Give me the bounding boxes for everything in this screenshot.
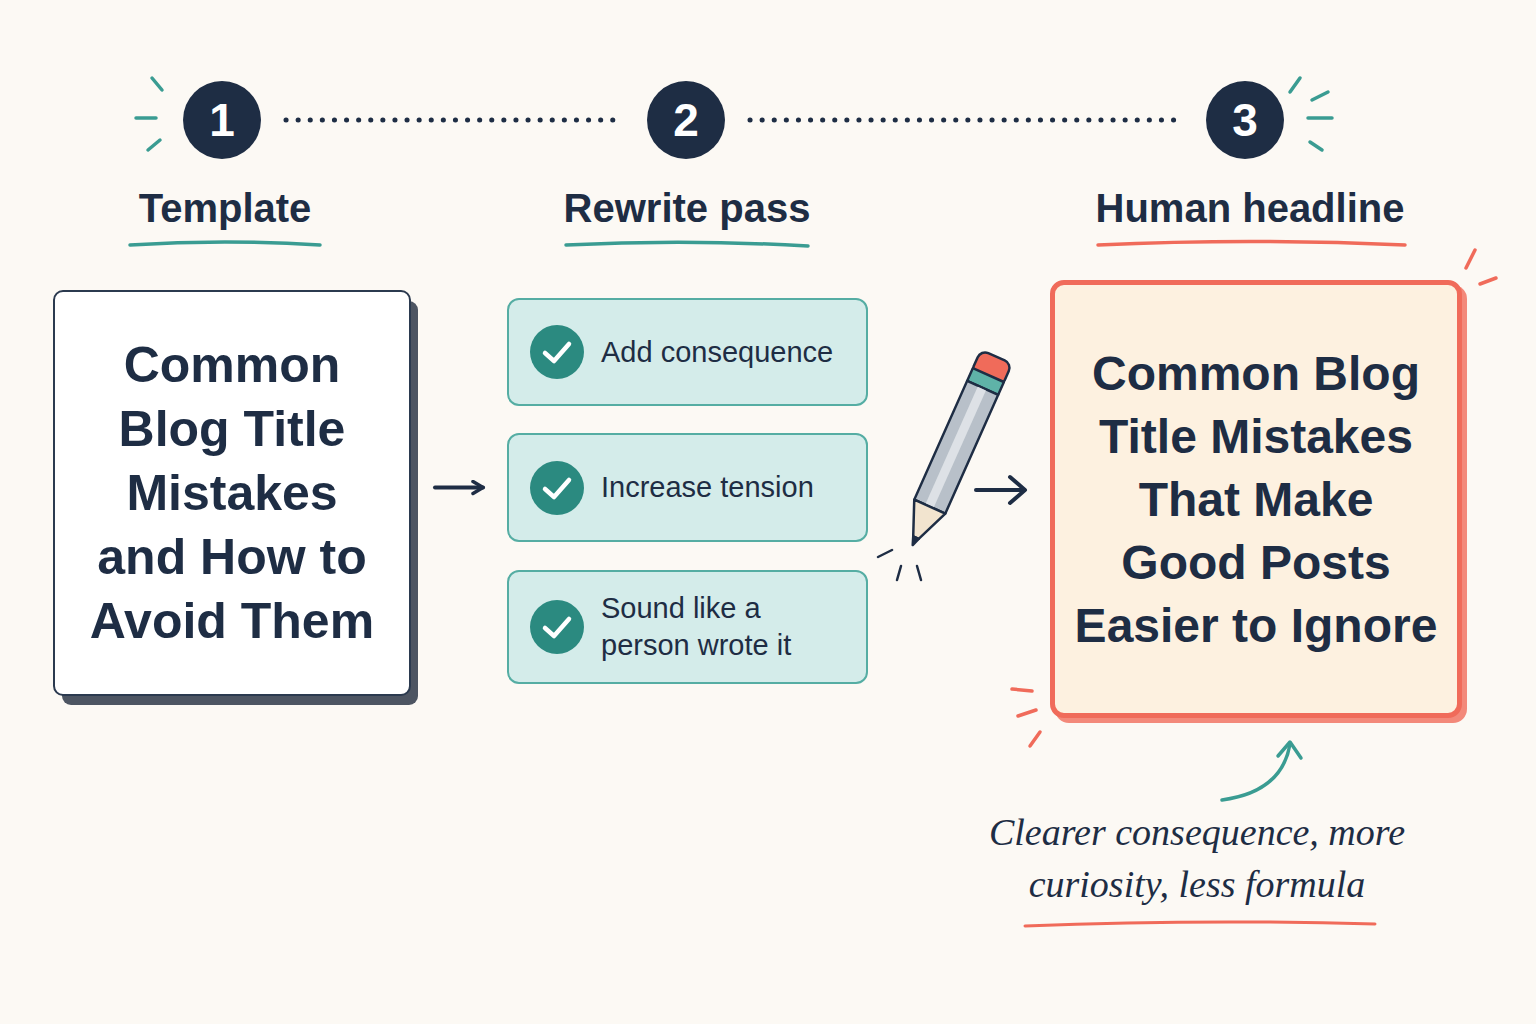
callout-arrow [1222,742,1301,800]
sparkle-marks [1310,142,1322,150]
pencil-sparks [878,550,892,557]
sparkle-marks [1308,116,1332,120]
sparkle-marks [148,140,160,150]
pencil-sparks [917,566,921,580]
flow-arrow [976,477,1025,503]
pencil-sparks [897,566,901,580]
headline-box: Common Blog Title Mistakes That Make Goo… [1050,280,1462,718]
highlight-sparks [1480,278,1496,284]
pencil-illustration [914,381,998,514]
step-number: 3 [1232,97,1258,143]
sparkle-marks [136,78,1332,150]
step-circle-fill [647,81,725,159]
check-icon [529,460,585,516]
rewrite-step-box: Sound like a person wrote it [507,570,868,684]
sparkle-marks [152,78,162,90]
step-text: Sound like a person wrote it [601,590,801,664]
step-text: Increase tension [601,469,861,506]
highlight-sparks [1030,732,1040,746]
template-title-box: Common Blog Title Mistakes and How to Av… [53,290,411,696]
highlight-sparks [1018,710,1036,716]
highlight-sparks [1012,250,1496,746]
pencil-illustration [897,350,1012,552]
pencil-sparks [878,550,921,580]
check-mark [545,619,569,636]
rewrite-step-box: Add consequence [507,298,868,406]
step-circle-fill [1206,81,1284,159]
step-circle-fill [183,81,261,159]
heading-underline [130,242,1405,247]
headline-text: Common Blog Title Mistakes That Make Goo… [1072,342,1440,657]
check-circle [530,600,584,654]
step-circle: 3 [1205,80,1285,160]
column-heading: Human headline [1040,184,1460,232]
pencil-illustration [910,536,919,546]
flow-arrow [976,488,1024,492]
check-icon [529,599,585,655]
note-underline [1025,922,1375,926]
sparkle-marks [1312,92,1328,100]
step-text: Add consequence [601,334,861,371]
check-icon [529,324,585,380]
heading-underline [566,242,808,246]
dotted-connector [750,118,1181,123]
sparkle-marks [136,116,156,120]
column-heading: Template [25,184,425,232]
sparkle-marks [1290,78,1300,92]
callout-arrow [1278,742,1301,758]
rewrite-step-box: Increase tension [507,433,868,542]
pencil-illustration [900,500,945,545]
step-circle: 1 [182,80,262,160]
highlight-sparks [1466,250,1475,268]
highlight-sparks [1012,689,1032,691]
column-heading: Rewrite pass [487,184,887,232]
check-circle [530,461,584,515]
step-number: 2 [673,97,699,143]
dotted-connector [286,118,622,123]
step-circle: 2 [646,80,726,160]
title-text: Common Blog Title Mistakes and How to Av… [82,333,382,653]
heading-underline [1098,242,1405,246]
flow-arrow [435,486,483,490]
annotation-note: Clearer consequence, more curiosity, les… [937,806,1457,910]
heading-underline [130,242,320,245]
check-mark [545,344,569,361]
flow-arrow [1010,477,1025,503]
check-circle [530,325,584,379]
check-mark [545,480,569,497]
step-number: 1 [209,97,235,143]
